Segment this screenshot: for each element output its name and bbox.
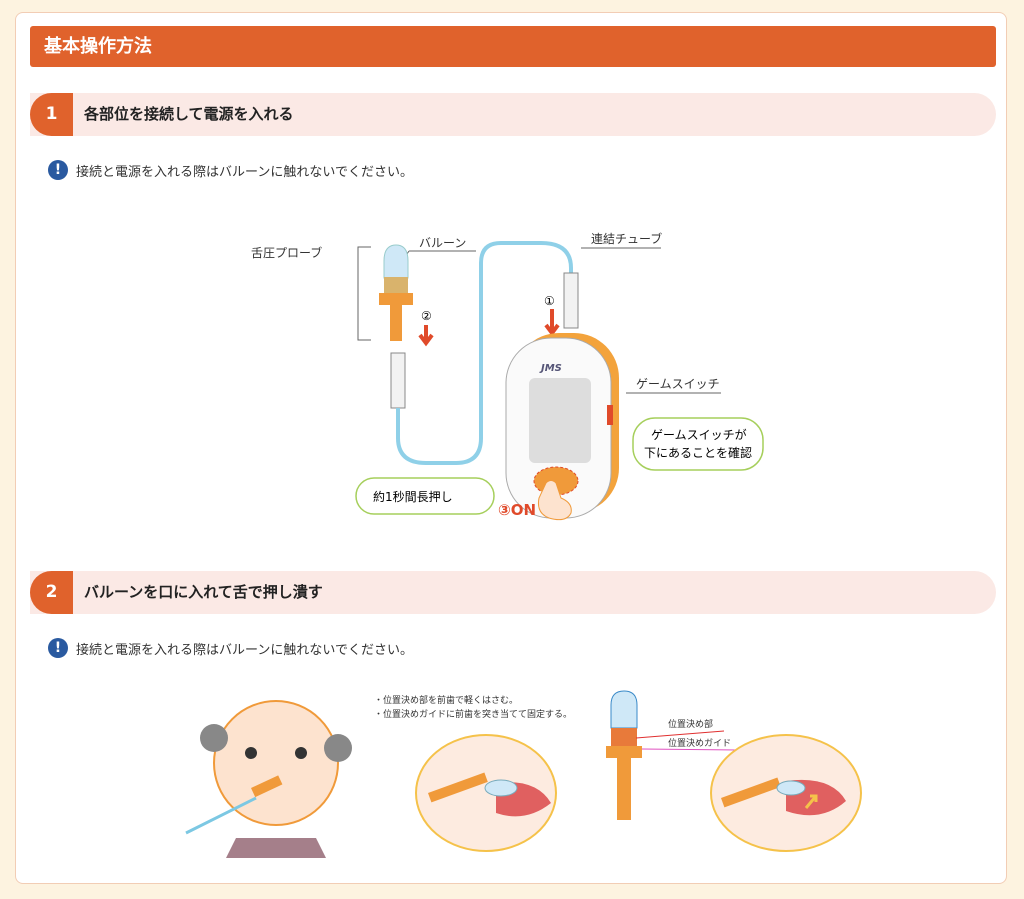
part-label-guide: 位置決めガイド <box>668 737 731 749</box>
step2-marker: ② <box>421 309 432 323</box>
switch-note-line1: ゲームスイッチが <box>651 427 747 442</box>
note-text: 接続と電源を入れる際はバルーンに触れないでください。 <box>76 642 413 658</box>
step-title: 各部位を接続して電源を入れる <box>84 105 294 123</box>
balloon-label: バルーン <box>419 236 466 250</box>
instruction-2: ・位置決めガイドに前歯を突き当てて固定する。 <box>374 708 572 720</box>
step-title: バルーンを口に入れて舌で押し潰す <box>84 583 323 601</box>
switch-label: ゲームスイッチ <box>636 377 720 391</box>
step-2-header: 2 バルーンを口に入れて舌で押し潰す <box>30 571 996 614</box>
switch-note-line2: 下にあることを確認 <box>644 445 752 460</box>
step1-marker: ① <box>544 294 555 308</box>
jms-logo: JMS <box>539 363 562 374</box>
tube-label: 連結チューブ <box>591 231 662 246</box>
step-1-header: 1 各部位を接続して電源を入れる <box>30 93 996 136</box>
step-1-note: ! 接続と電源を入れる際はバルーンに触れないでください。 <box>48 160 413 180</box>
operation-card: 基本操作方法 1 各部位を接続して電源を入れる ! 接続と電源を入れる際はバルー… <box>15 12 1007 884</box>
section-header: 基本操作方法 <box>30 26 996 67</box>
probe-label: 舌圧プローブ <box>251 245 322 260</box>
usage-illustration: ・位置決め部を前歯で軽くはさむ。 ・位置決めガイドに前歯を突き当てて固定する。 … <box>185 690 862 858</box>
step-number-badge: 2 <box>30 571 73 614</box>
step-2-note: ! 接続と電源を入れる際はバルーンに触れないでください。 <box>48 638 413 658</box>
exclamation-icon: ! <box>48 160 68 180</box>
note-text: 接続と電源を入れる際はバルーンに触れないでください。 <box>76 164 413 180</box>
step-number-badge: 1 <box>30 93 73 136</box>
exclamation-icon: ! <box>48 638 68 658</box>
instruction-1: ・位置決め部を前歯で軽くはさむ。 <box>374 694 518 706</box>
part-label-positioning: 位置決め部 <box>668 718 713 730</box>
on-label: ③ON <box>498 501 536 519</box>
connection-illustration: 舌圧プローブ バルーン ② 連結チューブ ① JMS ゲームスイッチ ゲームスイ… <box>251 231 764 521</box>
press-label: 約1秒間長押し <box>373 489 453 504</box>
